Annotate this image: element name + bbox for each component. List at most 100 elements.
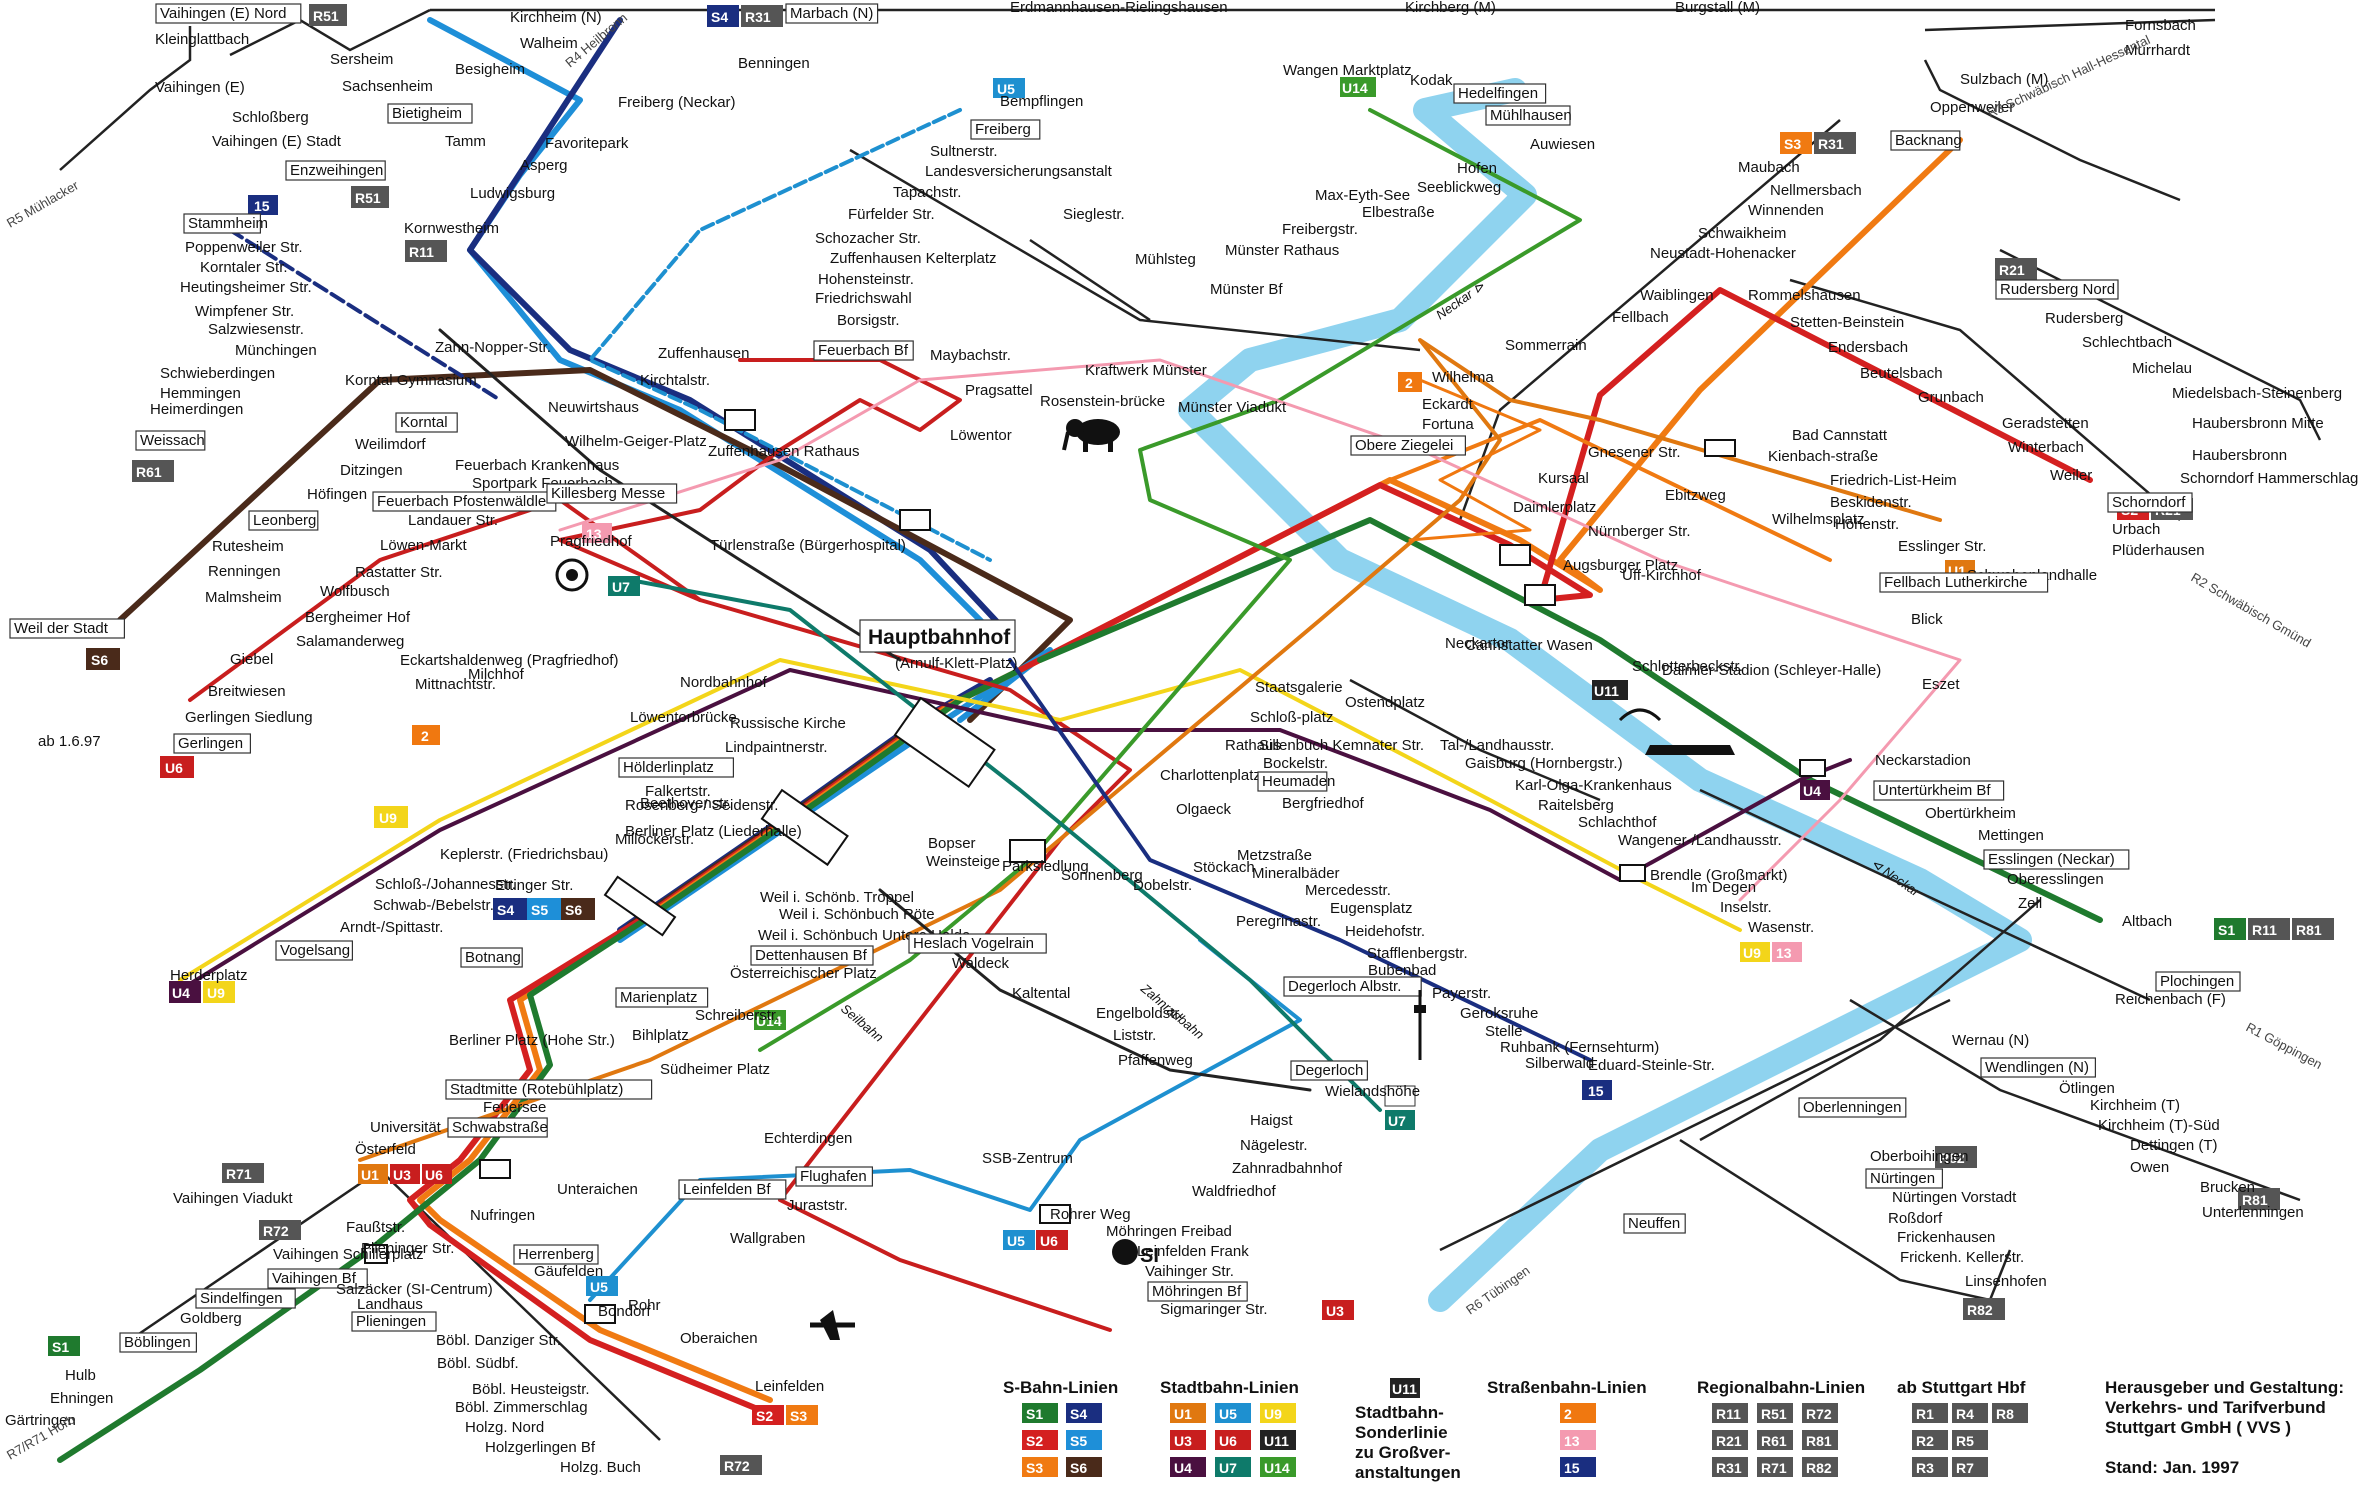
station-label: Vogelsang xyxy=(280,942,350,959)
station-label: Rommelshausen xyxy=(1748,287,1861,304)
station-label: Hofen xyxy=(1457,160,1497,177)
station-label: Salzäcker (SI-Centrum) xyxy=(336,1281,493,1298)
station-label: Gäufelden xyxy=(534,1263,603,1280)
station-label: Münster Rathaus xyxy=(1225,242,1339,259)
station-label: Esslingen (Neckar) xyxy=(1988,851,2115,868)
station-label: Geroksruhe xyxy=(1460,1005,1538,1022)
station-label: Esslinger Str. xyxy=(1898,538,1986,555)
station-box xyxy=(795,1166,874,1187)
station-label: Tamm xyxy=(445,133,486,150)
svg-text:zu Großver-: zu Großver- xyxy=(1355,1443,1450,1462)
station-label: Nufringen xyxy=(470,1207,535,1224)
legend-badge xyxy=(1560,1403,1596,1423)
station-label: Vaihingen Viadukt xyxy=(173,1190,293,1207)
svg-text:S3: S3 xyxy=(790,1408,807,1424)
station-label: Olgaeck xyxy=(1176,801,1232,818)
station-box xyxy=(813,340,914,361)
legend-badge-label: 13 xyxy=(1564,1433,1580,1449)
station-label: Schloß-platz xyxy=(1250,709,1333,726)
svg-text:S4: S4 xyxy=(497,902,514,918)
station-label: Im Degen xyxy=(1691,879,1756,896)
station-label: Ruhbank (Fernsehturm) xyxy=(1500,1039,1659,1056)
svg-text:U9: U9 xyxy=(207,985,225,1001)
station-label: Weil i. Schönb. Troppel xyxy=(760,889,914,906)
station-label: Sillenbuch Kemnater Str. xyxy=(1259,737,1424,754)
station-label: Frickenhausen xyxy=(1897,1229,1995,1246)
station-label: Oberlenningen xyxy=(1803,1099,1901,1116)
station-label: Wimpfener Str. xyxy=(195,303,294,320)
station-label: Bietigheim xyxy=(392,105,462,122)
station-label: Eszet xyxy=(1922,676,1960,693)
station-label: Bergheimer Hof xyxy=(305,609,411,626)
station-box xyxy=(9,618,126,639)
station-label: Nellmersbach xyxy=(1770,182,1862,199)
svg-text:U11: U11 xyxy=(1594,683,1619,699)
station-label: Herderplatz xyxy=(170,967,248,984)
svg-text:anstaltungen: anstaltungen xyxy=(1355,1463,1461,1482)
svg-text:U9: U9 xyxy=(1743,945,1761,961)
station-label: Leinfelden Frank xyxy=(1137,1243,1249,1260)
station-label: Münchingen xyxy=(235,342,317,359)
station-label: Bempflingen xyxy=(1000,93,1083,110)
station-box xyxy=(173,733,252,754)
station-box xyxy=(1865,1168,1944,1189)
station-label: Bad Cannstatt xyxy=(1792,427,1888,444)
station-label: Holzgerlingen Bf xyxy=(485,1439,596,1456)
station-label: Untertürkheim Bf xyxy=(1878,782,1991,799)
station-label: Reichenbach (F) xyxy=(2115,991,2226,1008)
legend-badge-label: R2 xyxy=(1916,1433,1934,1449)
legend-badge-label: R81 xyxy=(1806,1433,1832,1449)
station-label: Beutelsbach xyxy=(1860,365,1943,382)
station-box xyxy=(785,3,879,24)
station-box xyxy=(183,213,262,234)
station-label: Fortuna xyxy=(1422,416,1474,433)
station-label: Sulzbach (M) xyxy=(1960,71,2048,88)
station-label: Weiler xyxy=(2050,467,2092,484)
station-label: Uff-Kirchhof xyxy=(1622,567,1702,584)
legend-badge xyxy=(1712,1403,1748,1423)
station-label: Holzg. Nord xyxy=(465,1419,544,1436)
legend-badge-label: U9 xyxy=(1264,1406,1282,1422)
station-label: Stöckach xyxy=(1193,859,1255,876)
station-label: Feuerbach Krankenhaus xyxy=(455,457,619,474)
station-box xyxy=(908,933,1047,954)
svg-text:Stand: Jan. 1997: Stand: Jan. 1997 xyxy=(2105,1458,2239,1477)
legend-badge xyxy=(1757,1403,1793,1423)
station-label: Freiberg xyxy=(975,121,1031,138)
station-label: Wendlingen (N) xyxy=(1985,1059,2089,1076)
station-label: Rohr xyxy=(628,1297,661,1314)
station-label: Bopser xyxy=(928,835,976,852)
svg-text:U5: U5 xyxy=(1007,1233,1025,1249)
station-label: Goldberg xyxy=(180,1310,242,1327)
station-label: Herrenberg xyxy=(518,1246,594,1263)
legend-badge xyxy=(1952,1430,1988,1450)
interchange-nodes xyxy=(364,409,1826,1324)
station-label: Zuffenhausen Rathaus xyxy=(708,443,860,460)
station-label: Oppenweiler xyxy=(1930,99,2014,116)
svg-text:U6: U6 xyxy=(425,1167,443,1183)
station-label: Schloßberg xyxy=(232,109,309,126)
station-label: Löwen-Markt xyxy=(380,537,468,554)
station-label: Lindpaintnerstr. xyxy=(725,739,828,756)
station-label: Schlechtbach xyxy=(2082,334,2172,351)
svg-text:R61: R61 xyxy=(136,464,162,480)
station-label: Rosenstein-brücke xyxy=(1040,393,1165,410)
station-label: Raitelsberg xyxy=(1538,797,1614,814)
station-label: Plochingen xyxy=(2160,973,2234,990)
station-label: Ehningen xyxy=(50,1390,113,1407)
station-label: Hulb xyxy=(65,1367,96,1384)
station-label: Roßdorf xyxy=(1888,1210,1943,1227)
station-label: Marienplatz xyxy=(620,989,698,1006)
station-label: Böbl. Zimmerschlag xyxy=(455,1399,588,1416)
station-box xyxy=(248,510,319,531)
svg-text:U6: U6 xyxy=(165,760,183,776)
svg-text:Regionalbahn-Linien: Regionalbahn-Linien xyxy=(1697,1378,1865,1397)
svg-text:R82: R82 xyxy=(1939,1150,1965,1166)
station-label: Weissach xyxy=(140,432,205,449)
station-labels: Vaihingen (E) NordKleinglattbachVaihinge… xyxy=(5,0,2358,1476)
station-label: Kornwestheim xyxy=(404,220,499,237)
station-box xyxy=(546,483,678,504)
legend-badge xyxy=(1260,1457,1296,1477)
station-label: Zuffenhausen xyxy=(658,345,749,362)
station-box xyxy=(1257,771,1328,792)
